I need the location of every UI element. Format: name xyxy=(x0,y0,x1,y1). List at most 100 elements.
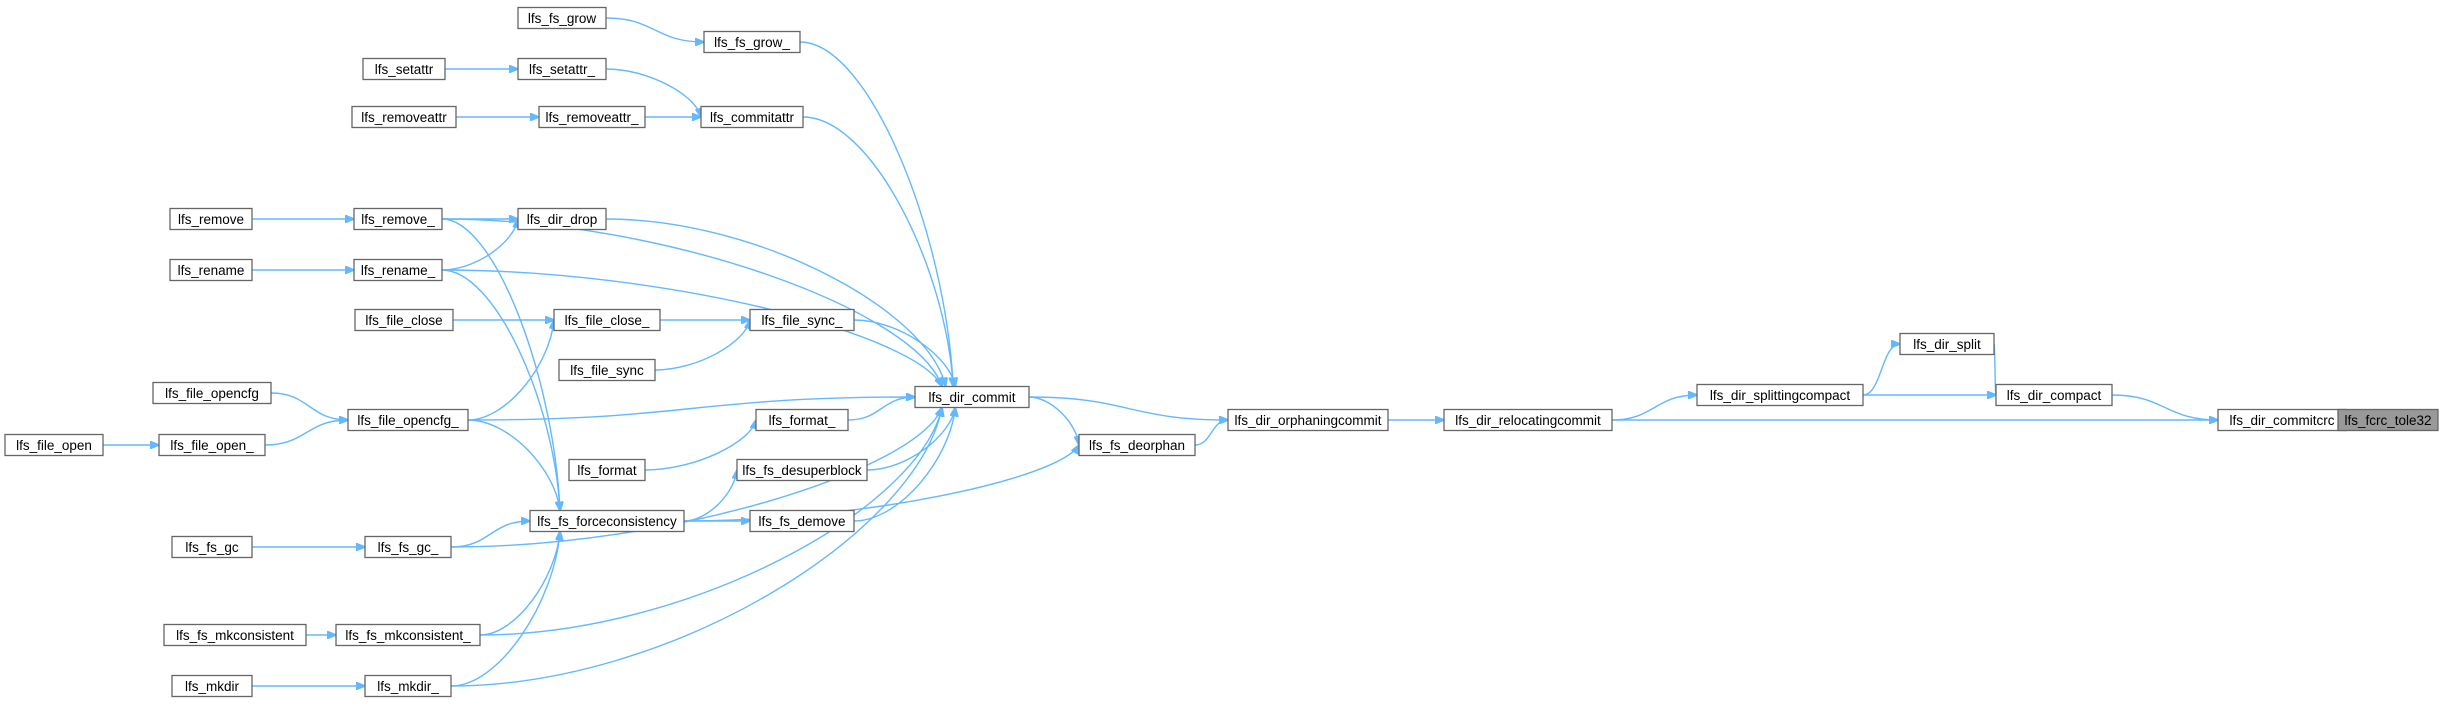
node-label: lfs_file_opencfg_ xyxy=(357,413,459,428)
node-lfs-fcrc-tole32[interactable]: lfs_fcrc_tole32 xyxy=(2337,408,2439,432)
edge-lfs_rename_-to-lfs_dir_commit xyxy=(441,269,942,387)
node-box xyxy=(364,535,452,559)
node-label: lfs_removeattr_ xyxy=(545,110,639,125)
node-lfs-fs-grow-[interactable]: lfs_fs_grow_ xyxy=(703,30,801,54)
node-label: lfs_fcrc_tole32 xyxy=(2344,413,2431,428)
node-lfs-file-open[interactable]: lfs_file_open xyxy=(4,433,104,457)
node-label: lfs_mkdir xyxy=(185,679,240,694)
node-lfs-dir-splittingcompact[interactable]: lfs_dir_splittingcompact xyxy=(1696,383,1864,407)
edge-lfs_format-to-lfs_format_ xyxy=(644,420,756,471)
node-lfs-file-open-[interactable]: lfs_file_open_ xyxy=(158,433,266,457)
node-lfs-file-sync-[interactable]: lfs_file_sync_ xyxy=(749,308,855,332)
edge-lfs_fs_grow-to-lfs_fs_grow_ xyxy=(605,17,704,42)
node-lfs-dir-commit[interactable]: lfs_dir_commit xyxy=(914,385,1030,409)
node-lfs-file-close-[interactable]: lfs_file_close_ xyxy=(553,308,661,332)
node-box xyxy=(171,535,253,559)
edge-lfs_dir_splittingcompact-to-lfs_dir_split xyxy=(1862,344,1900,396)
edge-lfs_fs_mkconsistent_-to-lfs_fs_forceconsistency xyxy=(479,532,560,636)
edge-lfs_file_opencfg_-to-lfs_dir_commit xyxy=(467,397,915,421)
edge-lfs_dir_commit-to-lfs_fs_deorphan xyxy=(1028,396,1079,445)
node-lfs-file-opencfg[interactable]: lfs_file_opencfg xyxy=(152,381,272,405)
node-label: lfs_removeattr xyxy=(361,110,447,125)
node-label: lfs_format xyxy=(577,463,637,478)
node-lfs-fs-demove[interactable]: lfs_fs_demove xyxy=(749,509,855,533)
node-lfs-format-[interactable]: lfs_format_ xyxy=(755,408,849,432)
node-lfs-file-opencfg-[interactable]: lfs_file_opencfg_ xyxy=(347,408,469,432)
node-box xyxy=(749,509,855,533)
node-box xyxy=(568,458,646,482)
edge-lfs_file_opencfg_-to-lfs_file_close_ xyxy=(467,320,554,421)
edge-lfs_fs_demove-to-lfs_dir_commit xyxy=(853,408,955,522)
node-lfs-dir-drop[interactable]: lfs_dir_drop xyxy=(517,207,607,231)
node-lfs-setattr-[interactable]: lfs_setattr_ xyxy=(517,57,607,81)
edge-lfs_mkdir_-to-lfs_dir_commit xyxy=(450,408,942,687)
node-label: lfs_rename_ xyxy=(361,263,436,278)
node-label: lfs_file_open xyxy=(16,438,92,453)
edge-lfs_dir_relocatingcommit-to-lfs_dir_splittingcompact xyxy=(1611,395,1697,421)
node-label: lfs_fs_mkconsistent_ xyxy=(345,628,471,643)
node-box xyxy=(362,57,446,81)
node-lfs-fs-deorphan[interactable]: lfs_fs_deorphan xyxy=(1078,433,1196,457)
node-lfs-remove[interactable]: lfs_remove xyxy=(169,207,253,231)
edge-lfs_fs_forceconsistency-to-lfs_fs_desuperblock xyxy=(683,470,737,522)
edge-lfs_remove_-to-lfs_dir_commit xyxy=(441,218,942,387)
node-lfs-rename-[interactable]: lfs_rename_ xyxy=(353,258,443,282)
node-box xyxy=(353,207,443,231)
node-label: lfs_file_open_ xyxy=(170,438,254,453)
node-box xyxy=(703,30,801,54)
node-box xyxy=(553,308,661,332)
node-label: lfs_setattr_ xyxy=(529,62,596,77)
node-box xyxy=(169,258,253,282)
node-lfs-dir-compact[interactable]: lfs_dir_compact xyxy=(1995,383,2113,407)
node-lfs-file-close[interactable]: lfs_file_close xyxy=(354,308,454,332)
node-box xyxy=(538,105,646,129)
node-box xyxy=(163,623,307,647)
node-lfs-dir-relocatingcommit[interactable]: lfs_dir_relocatingcommit xyxy=(1443,408,1613,432)
node-lfs-dir-commitcrc[interactable]: lfs_dir_commitcrc xyxy=(2217,408,2347,432)
node-lfs-fs-mkconsistent[interactable]: lfs_fs_mkconsistent xyxy=(163,623,307,647)
node-lfs-fs-gc[interactable]: lfs_fs_gc xyxy=(171,535,253,559)
node-label: lfs_mkdir_ xyxy=(377,679,439,694)
node-lfs-mkdir[interactable]: lfs_mkdir xyxy=(171,674,253,698)
node-box xyxy=(700,105,804,129)
node-lfs-fs-desuperblock[interactable]: lfs_fs_desuperblock xyxy=(736,458,868,482)
node-box xyxy=(169,207,253,231)
node-lfs-dir-split[interactable]: lfs_dir_split xyxy=(1899,332,1995,356)
node-lfs-removeattr[interactable]: lfs_removeattr xyxy=(351,105,457,129)
node-lfs-mkdir-[interactable]: lfs_mkdir_ xyxy=(364,674,452,698)
node-box xyxy=(1995,383,2113,407)
node-lfs-fs-mkconsistent-[interactable]: lfs_fs_mkconsistent_ xyxy=(335,623,481,647)
node-lfs-fs-gc-[interactable]: lfs_fs_gc_ xyxy=(364,535,452,559)
edge-lfs_commitattr-to-lfs_dir_commit xyxy=(802,116,953,387)
node-lfs-file-sync[interactable]: lfs_file_sync xyxy=(558,358,656,382)
node-box xyxy=(749,308,855,332)
node-box xyxy=(353,258,443,282)
edge-lfs_mkdir_-to-lfs_fs_forceconsistency xyxy=(450,532,560,687)
node-lfs-remove-[interactable]: lfs_remove_ xyxy=(353,207,443,231)
node-label: lfs_fs_mkconsistent xyxy=(176,628,294,643)
node-lfs-rename[interactable]: lfs_rename xyxy=(169,258,253,282)
node-label: lfs_dir_commitcrc xyxy=(2229,413,2334,428)
node-box xyxy=(755,408,849,432)
node-lfs-removeattr-[interactable]: lfs_removeattr_ xyxy=(538,105,646,129)
node-label: lfs_fs_desuperblock xyxy=(742,463,862,478)
node-label: lfs_fs_grow xyxy=(528,11,597,26)
node-lfs-setattr[interactable]: lfs_setattr xyxy=(362,57,446,81)
node-lfs-commitattr[interactable]: lfs_commitattr xyxy=(700,105,804,129)
edge-lfs_fs_mkconsistent_-to-lfs_dir_commit xyxy=(479,408,942,636)
node-box xyxy=(1227,408,1389,432)
node-label: lfs_dir_orphaningcommit xyxy=(1234,413,1381,428)
node-label: lfs_fs_forceconsistency xyxy=(537,514,677,529)
node-lfs-fs-forceconsistency[interactable]: lfs_fs_forceconsistency xyxy=(529,509,685,533)
node-label: lfs_fs_deorphan xyxy=(1089,438,1185,453)
node-lfs-fs-grow[interactable]: lfs_fs_grow xyxy=(517,6,607,30)
node-label: lfs_fs_demove xyxy=(758,514,845,529)
node-box xyxy=(914,385,1030,409)
node-box xyxy=(354,308,454,332)
node-box xyxy=(351,105,457,129)
edge-lfs_fs_deorphan-to-lfs_dir_orphaningcommit xyxy=(1194,420,1228,446)
node-lfs-dir-orphaningcommit[interactable]: lfs_dir_orphaningcommit xyxy=(1227,408,1389,432)
node-box xyxy=(335,623,481,647)
node-label: lfs_file_close xyxy=(365,313,442,328)
node-lfs-format[interactable]: lfs_format xyxy=(568,458,646,482)
